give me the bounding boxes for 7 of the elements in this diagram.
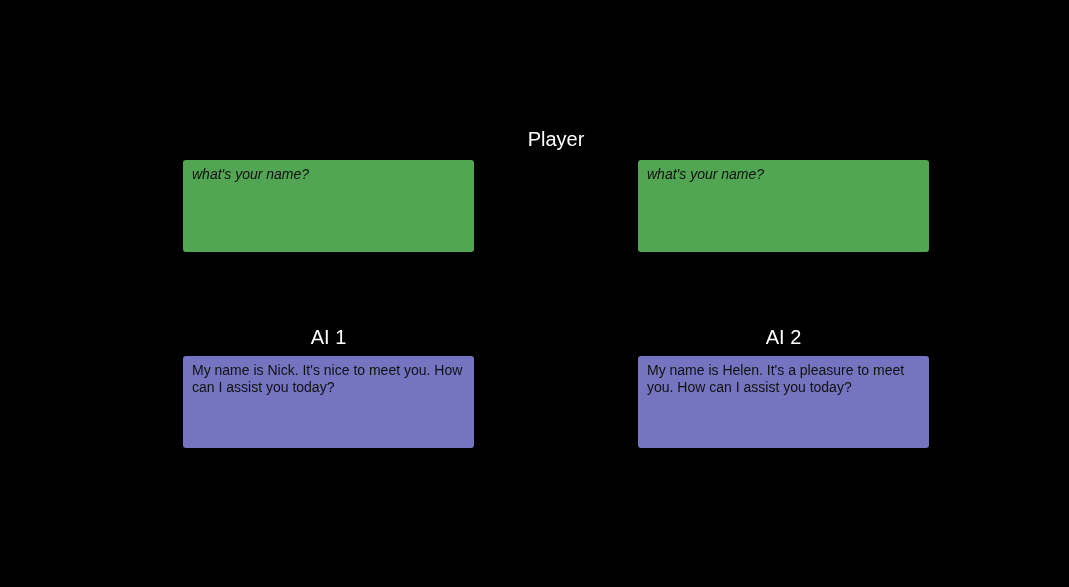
speaker-heading: AI 1 xyxy=(309,326,348,349)
message-text: what's your name? xyxy=(192,166,311,183)
message-text: My name is Helen. It's a pleasure to meet you. How can I assist you today? xyxy=(647,362,906,396)
message-text: what's your name? xyxy=(647,166,766,183)
message-text: My name is Nick. It's nice to meet you. How can I assist you today? xyxy=(192,362,464,396)
speaker-heading: Player xyxy=(526,128,586,151)
speaker-heading: AI 2 xyxy=(764,326,803,349)
